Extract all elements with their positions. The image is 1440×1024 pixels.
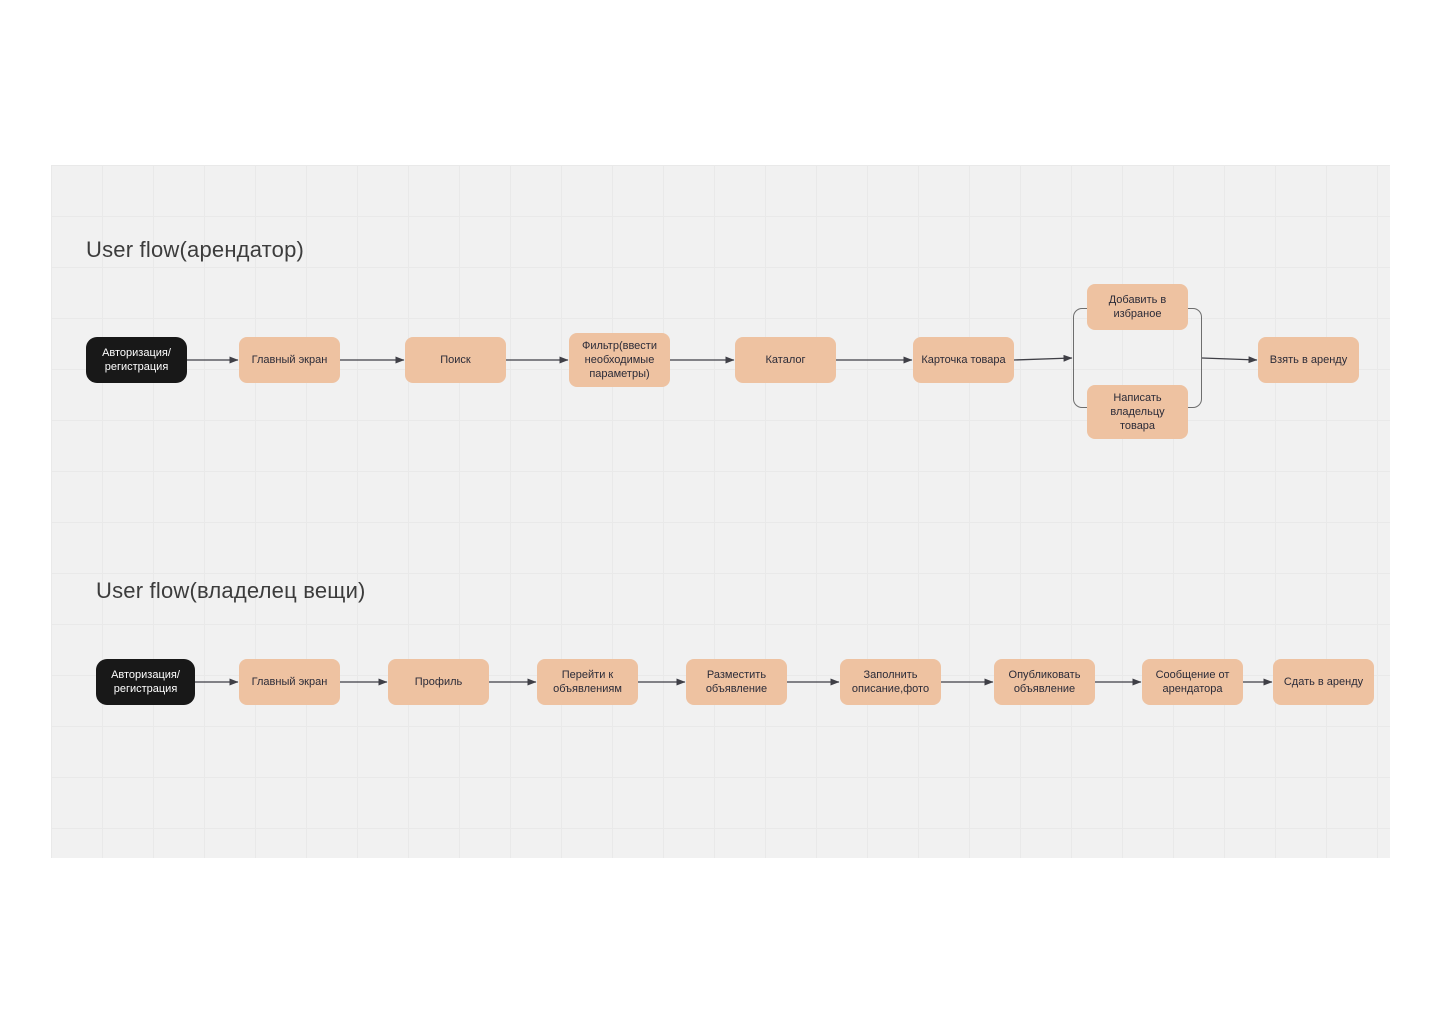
flow-node-label: Добавить в избраное: [1108, 294, 1167, 320]
flow-node-label: Сообщение от арендатора: [1155, 669, 1230, 695]
flow-node-give-rent[interactable]: Сдать в аренду: [1273, 659, 1374, 705]
flow-node-profile[interactable]: Профиль: [388, 659, 489, 705]
flow-node-label: Фильтр(ввести необходимые параметры): [582, 340, 657, 380]
flow-node-label: Сдать в аренду: [1283, 676, 1364, 688]
flow-node-go-to-listings[interactable]: Перейти к объявлениям: [537, 659, 638, 705]
flow-node-auth-1[interactable]: Авторизация/ регистрация: [86, 337, 187, 383]
flow-node-label: Карточка товара: [921, 354, 1006, 366]
flow-node-main-screen-2[interactable]: Главный экран: [239, 659, 340, 705]
flow-node-renter-message[interactable]: Сообщение от арендатора: [1142, 659, 1243, 705]
flow-node-search[interactable]: Поиск: [405, 337, 506, 383]
flow-title-renter-flow: User flow(арендатор): [86, 237, 305, 262]
flow-node-add-favorite[interactable]: Добавить в избраное: [1087, 284, 1188, 330]
flow-node-label: Главный экран: [251, 354, 328, 366]
flow-node-auth-2[interactable]: Авторизация/ регистрация: [96, 659, 195, 705]
flow-node-fill-details[interactable]: Заполнить описание,фото: [840, 659, 941, 705]
flow-node-filter[interactable]: Фильтр(ввести необходимые параметры): [569, 333, 670, 387]
connector-layer: [187, 354, 1273, 686]
flow-node-main-screen-1[interactable]: Главный экран: [239, 337, 340, 383]
flow-node-publish[interactable]: Опубликовать объявление: [994, 659, 1095, 705]
diagram-canvas[interactable]: User flow(арендатор) Авторизация/ регистр…: [51, 165, 1390, 858]
flow-title-owner-flow: User flow(владелец вещи): [96, 578, 366, 603]
flow-node-post-listing[interactable]: Разместить объявление: [686, 659, 787, 705]
flow-node-label: Поиск: [440, 354, 471, 366]
flow-node-product-card[interactable]: Карточка товара: [913, 337, 1014, 383]
flow-node-label: Разместить объявление: [705, 669, 768, 695]
flow-node-label: Заполнить описание,фото: [851, 669, 930, 695]
connector-bracket-right-to-take-rent: [1201, 356, 1258, 364]
flow-node-catalog[interactable]: Каталог: [735, 337, 836, 383]
connector-product-card-to-bracket-left: [1013, 354, 1073, 362]
flow-node-label: Авторизация/ регистрация: [111, 669, 180, 695]
flow-node-write-owner[interactable]: Написать владельцу товара: [1087, 385, 1188, 439]
flow-node-label: Главный экран: [251, 676, 328, 688]
flow-node-label: Опубликовать объявление: [1008, 669, 1081, 695]
flow-node-label: Профиль: [414, 676, 463, 688]
flow-node-take-rent[interactable]: Взять в аренду: [1258, 337, 1359, 383]
flow-node-label: Перейти к объявлениям: [553, 669, 622, 695]
flow-node-label: Авторизация/ регистрация: [102, 347, 171, 373]
flow-node-label: Взять в аренду: [1269, 354, 1348, 366]
flow-node-label: Написать владельцу товара: [1110, 392, 1165, 432]
flow-node-label: Каталог: [765, 354, 806, 366]
